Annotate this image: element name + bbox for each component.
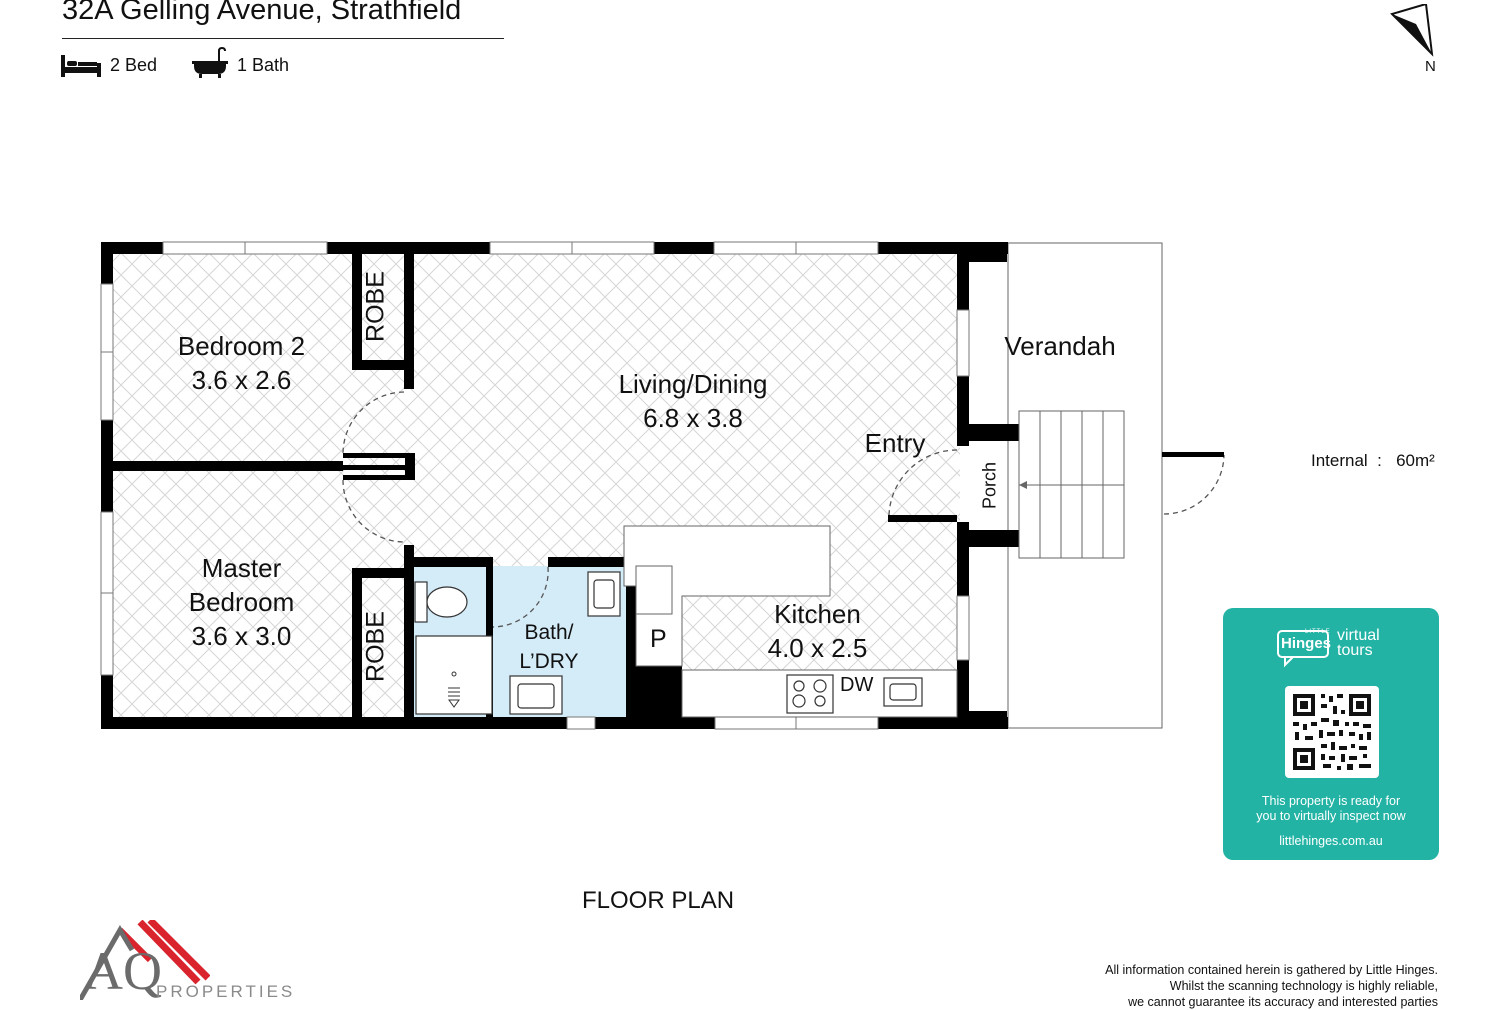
room-bath-laundry: Bath/ L’DRY xyxy=(519,621,579,673)
plan-title: FLOOR PLAN xyxy=(582,887,735,914)
brand-name: Hinges xyxy=(1281,635,1332,652)
property-address: 32A Gelling Avenue, Strathfield xyxy=(62,0,462,26)
room-bedroom-2: Bedroom 2 3.6 x 2.6 xyxy=(177,331,306,395)
room-kitchen: Kitchen 4.0 x 2.5 xyxy=(767,599,868,663)
door-swings xyxy=(342,391,1225,628)
disclaimer: All information contained herein is gath… xyxy=(1105,963,1438,1009)
door-jambs xyxy=(1162,452,1224,457)
entry-label: Entry xyxy=(864,428,926,458)
internal-area: Internal : 60m² xyxy=(1311,451,1435,470)
kitchen-sink-icon xyxy=(883,677,923,707)
shower-drain xyxy=(448,687,460,708)
bed-count: 2 Bed xyxy=(110,55,158,75)
north-label: N xyxy=(1425,58,1436,75)
porch-label: Porch xyxy=(979,461,1000,510)
bath-icon xyxy=(192,46,228,83)
pantry-label: P xyxy=(650,625,667,653)
dishwasher-label: DW xyxy=(840,674,874,696)
brand-tagline: virtual tours xyxy=(1337,627,1380,659)
promo-message: This property is ready for you to virtua… xyxy=(1256,794,1406,823)
north-arrow-icon xyxy=(1388,2,1434,65)
cooktop-icon xyxy=(786,674,834,714)
qr-code[interactable] xyxy=(1285,686,1379,778)
room-verandah: Verandah xyxy=(1004,331,1116,361)
robe-label-master: ROBE xyxy=(361,611,390,682)
little-hinges-logo-icon xyxy=(1277,628,1331,673)
agency-name: PROPERTIES xyxy=(156,982,296,1001)
robe-label-bedroom2: ROBE xyxy=(361,271,390,342)
bath-count: 1 Bath xyxy=(237,55,290,75)
bath-fixtures xyxy=(414,571,621,715)
room-master-bedroom: Master Bedroom 3.6 x 3.0 xyxy=(188,553,295,651)
porch-stairs xyxy=(1018,410,1125,559)
aq-properties-logo-icon xyxy=(77,917,211,1005)
agency-mark: AQ xyxy=(84,941,162,1001)
room-living-dining: Living/Dining 6.8 x 3.8 xyxy=(618,369,768,433)
bed-icon xyxy=(61,53,101,84)
brand-small: LITTLE xyxy=(1305,629,1331,635)
windows xyxy=(100,241,970,730)
promo-url[interactable]: littlehinges.com.au xyxy=(1279,834,1383,848)
virtual-tour-card[interactable]: LITTLE Hinges virtual tours xyxy=(1223,608,1439,860)
title-divider xyxy=(62,38,504,39)
